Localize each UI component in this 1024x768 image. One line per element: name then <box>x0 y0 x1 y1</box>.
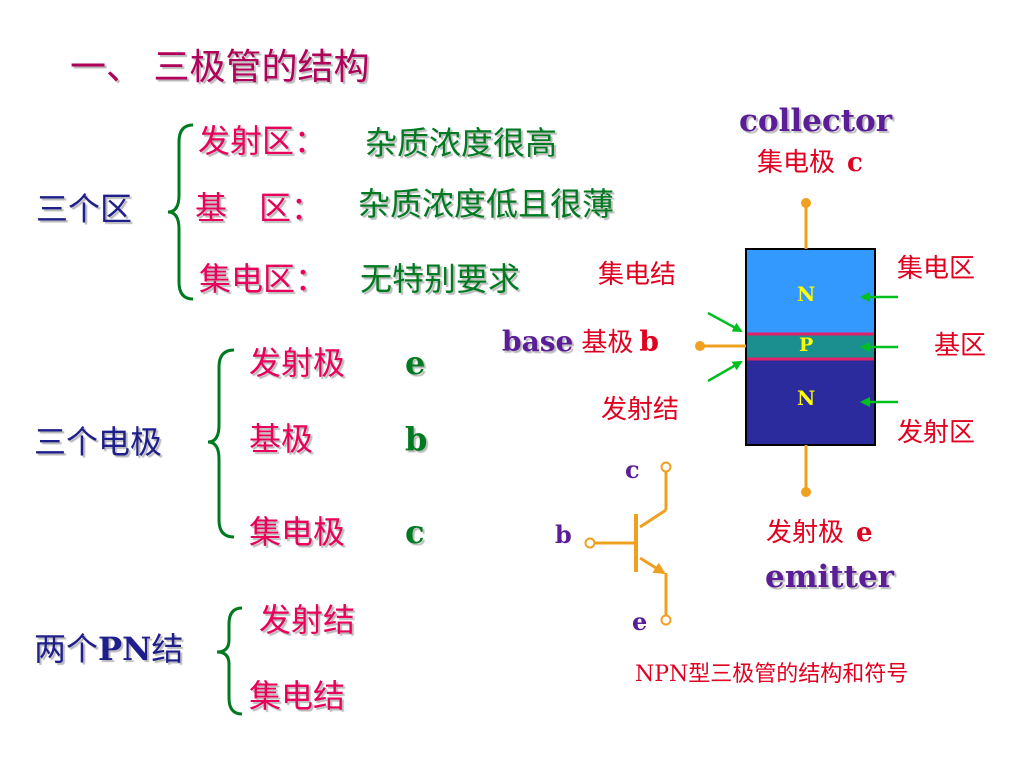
emitter-en-label: emitter <box>765 559 894 595</box>
brace-regions <box>167 123 194 301</box>
collector-region-name: 集电区： <box>199 260 328 298</box>
base-region-name: 基 区： <box>195 189 324 227</box>
junctions-label-suffix: 结 <box>151 630 184 668</box>
collector-cn-label: 集电极 c <box>757 150 863 176</box>
collector-junction-label: 集电结 <box>598 260 677 290</box>
emitter-electrode-letter: e <box>405 344 426 382</box>
junctions-label-pn: PN <box>98 630 152 668</box>
junctions-label-prefix: 两个 <box>34 630 99 668</box>
brace-junctions <box>216 606 243 716</box>
base-letter: b <box>639 325 659 358</box>
base-cn-text: 基极 <box>581 328 634 358</box>
base-electrode-letter: b <box>405 420 428 458</box>
collector-letter: c <box>847 148 863 178</box>
collector-junction-item: 集电结 <box>249 677 346 715</box>
emitter-cn-text: 发射极 <box>766 518 845 548</box>
collector-cn-text: 集电极 <box>757 148 836 178</box>
symbol-c-label: c <box>625 455 640 484</box>
layer-n-bottom: N <box>797 386 816 410</box>
page-title: 一、 三极管的结构 <box>70 47 370 88</box>
brace-electrodes <box>207 348 235 539</box>
collector-region-desc: 无特别要求 <box>360 260 521 298</box>
regions-group-label: 三个区 <box>36 190 133 228</box>
layer-n-top: N <box>797 282 816 306</box>
collector-region-label: 集电区 <box>897 254 976 284</box>
emitter-cn-label: 发射极 e <box>766 520 873 546</box>
electrodes-group-label: 三个电极 <box>34 423 163 461</box>
junctions-group-label: 两个PN结 <box>34 633 183 665</box>
base-region-label: 基区 <box>934 331 987 361</box>
layer-p-middle: P <box>799 334 814 356</box>
collector-junction-arrow <box>707 311 743 333</box>
collector-electrode-name: 集电极 <box>249 513 346 551</box>
base-lead <box>695 341 746 351</box>
collector-en-label: collector <box>739 103 893 139</box>
emitter-junction-arrow <box>707 360 743 383</box>
emitter-region-name: 发射区： <box>198 122 327 160</box>
emitter-region-desc: 杂质浓度很高 <box>365 124 558 162</box>
npn-structure-block <box>745 248 876 446</box>
emitter-region-label: 发射区 <box>897 418 976 448</box>
base-region-desc: 杂质浓度低且很薄 <box>358 185 615 223</box>
emitter-lead <box>801 445 811 497</box>
base-electrode-name: 基极 <box>249 420 314 458</box>
emitter-junction-label: 发射结 <box>601 395 680 425</box>
npn-schematic-symbol <box>584 461 672 626</box>
symbol-e-label: e <box>632 607 648 636</box>
collector-lead <box>801 198 811 249</box>
symbol-b-label: b <box>555 520 572 549</box>
collector-electrode-letter: c <box>405 513 425 551</box>
figure-caption: NPN型三极管的结构和符号 <box>635 662 909 687</box>
emitter-letter: e <box>856 518 873 548</box>
base-en-text: base <box>502 325 574 358</box>
emitter-electrode-name: 发射极 <box>249 344 346 382</box>
emitter-junction-item: 发射结 <box>259 601 356 639</box>
